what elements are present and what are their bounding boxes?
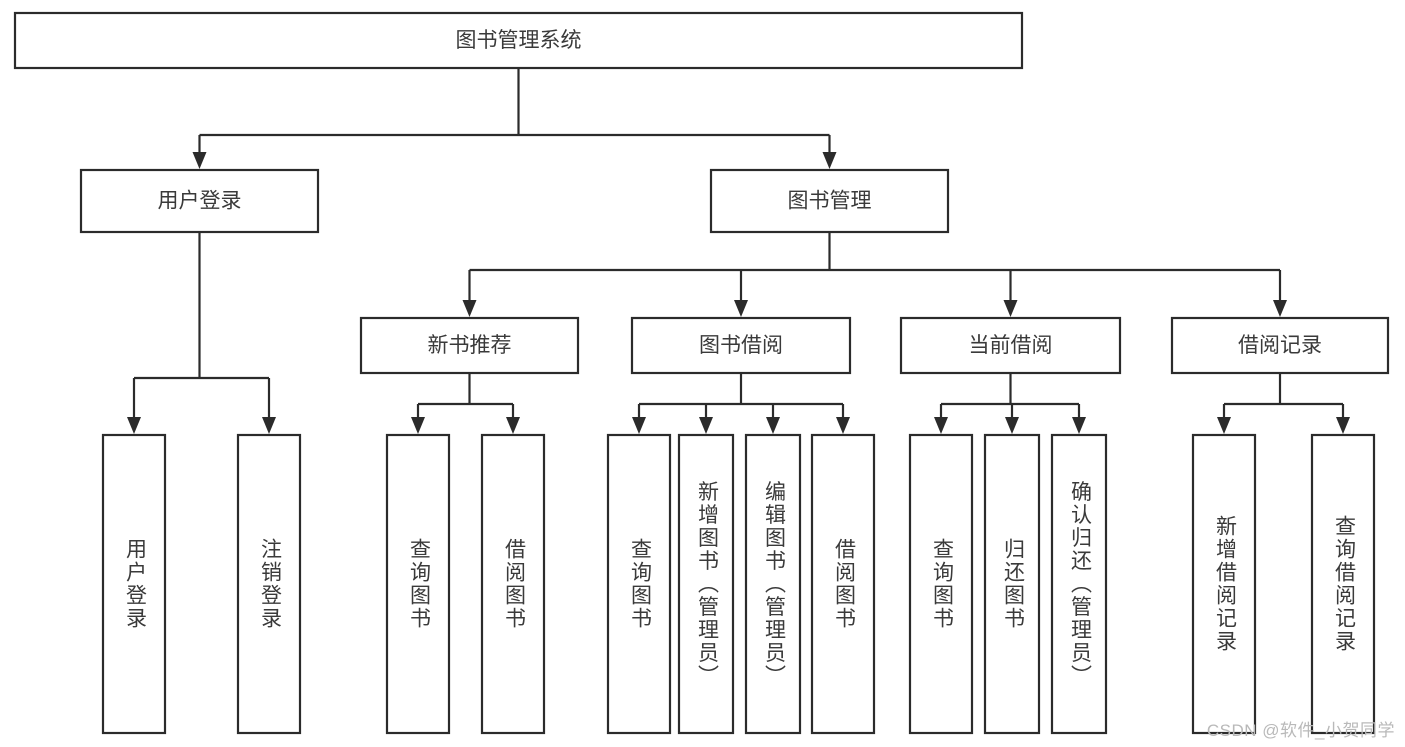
node-user-login-box[interactable] — [79, 168, 320, 234]
node-leaf-add-borrow-record-label: 新增借阅记录 — [1213, 515, 1237, 653]
node-book-borrow-box[interactable] — [630, 316, 852, 375]
node-leaf-query-book-current-box[interactable] — [908, 433, 974, 735]
node-leaf-query-book-borrow[interactable]: 查询图书 — [606, 433, 672, 735]
node-leaf-edit-book-admin[interactable]: 编辑图书（管理员） — [744, 433, 802, 735]
node-root-label: 图书管理系统 — [456, 29, 582, 52]
node-leaf-add-book-admin-box[interactable] — [677, 433, 735, 735]
node-current-borrow-box[interactable] — [899, 316, 1122, 375]
node-leaf-logout-login-box[interactable] — [236, 433, 302, 735]
node-leaf-return-book-box[interactable] — [983, 433, 1041, 735]
node-leaf-add-book-admin[interactable]: 新增图书（管理员） — [677, 433, 735, 735]
watermark: CSDN @软件_小贺同学 — [1206, 721, 1395, 740]
node-leaf-return-book[interactable]: 归还图书 — [983, 433, 1041, 735]
node-current-borrow[interactable]: 当前借阅 — [899, 316, 1122, 375]
node-leaf-edit-book-admin-label: 编辑图书（管理员） — [762, 481, 786, 688]
node-leaf-add-book-admin-label: 新增图书（管理员） — [695, 481, 719, 688]
node-book-management[interactable]: 图书管理 — [709, 168, 950, 234]
node-new-book-recommend-box[interactable] — [359, 316, 580, 375]
node-leaf-return-book-label: 归还图书 — [1001, 538, 1025, 630]
conn-userlogin-to-leaves — [127, 232, 276, 434]
node-leaf-query-book-rec[interactable]: 查询图书 — [385, 433, 451, 735]
node-root-box[interactable] — [13, 11, 1024, 70]
node-leaf-confirm-return-admin-box[interactable] — [1050, 433, 1108, 735]
connector-layer — [127, 68, 1350, 434]
node-book-management-box[interactable] — [709, 168, 950, 234]
node-layer: 图书管理系统用户登录图书管理新书推荐图书借阅当前借阅借阅记录用户登录注销登录查询… — [13, 11, 1390, 735]
node-leaf-edit-book-admin-box[interactable] — [744, 433, 802, 735]
node-leaf-add-borrow-record[interactable]: 新增借阅记录 — [1191, 433, 1257, 735]
node-leaf-query-borrow-record[interactable]: 查询借阅记录 — [1310, 433, 1376, 735]
node-book-management-label: 图书管理 — [788, 190, 872, 213]
conn-newbook-to-leaves — [411, 373, 520, 434]
node-leaf-query-borrow-record-label: 查询借阅记录 — [1332, 515, 1356, 653]
conn-bookborrow-to-leaves — [632, 373, 850, 434]
node-leaf-borrow-book-box[interactable] — [810, 433, 876, 735]
node-user-login[interactable]: 用户登录 — [79, 168, 320, 234]
conn-bookmgmt-to-level2 — [462, 232, 1287, 317]
node-leaf-query-borrow-record-box[interactable] — [1310, 433, 1376, 735]
node-borrow-record[interactable]: 借阅记录 — [1170, 316, 1390, 375]
node-leaf-borrow-book-rec-box[interactable] — [480, 433, 546, 735]
node-leaf-user-login-box[interactable] — [101, 433, 167, 735]
node-new-book-recommend[interactable]: 新书推荐 — [359, 316, 580, 375]
node-book-borrow-label: 图书借阅 — [699, 334, 783, 357]
node-leaf-borrow-book[interactable]: 借阅图书 — [810, 433, 876, 735]
node-current-borrow-label: 当前借阅 — [969, 334, 1053, 357]
conn-borrowrecord-to-leaves — [1217, 373, 1350, 434]
node-leaf-query-book-current[interactable]: 查询图书 — [908, 433, 974, 735]
node-borrow-record-box[interactable] — [1170, 316, 1390, 375]
conn-currentborrow-to-leaves — [934, 373, 1086, 434]
node-leaf-query-book-rec-box[interactable] — [385, 433, 451, 735]
node-user-login-label: 用户登录 — [158, 190, 242, 213]
node-leaf-borrow-book-rec-label: 借阅图书 — [502, 538, 526, 630]
node-leaf-confirm-return-admin-label: 确认归还（管理员） — [1068, 481, 1092, 688]
node-leaf-user-login[interactable]: 用户登录 — [101, 433, 167, 735]
node-leaf-query-book-borrow-box[interactable] — [606, 433, 672, 735]
node-leaf-borrow-book-rec[interactable]: 借阅图书 — [480, 433, 546, 735]
node-leaf-logout-login-label: 注销登录 — [258, 538, 282, 630]
node-leaf-add-borrow-record-box[interactable] — [1191, 433, 1257, 735]
node-leaf-user-login-label: 用户登录 — [123, 538, 147, 630]
node-book-borrow[interactable]: 图书借阅 — [630, 316, 852, 375]
node-new-book-recommend-label: 新书推荐 — [428, 334, 512, 357]
conn-root-to-level1 — [192, 68, 837, 169]
node-leaf-logout-login[interactable]: 注销登录 — [236, 433, 302, 735]
node-leaf-query-book-current-label: 查询图书 — [930, 538, 954, 630]
node-borrow-record-label: 借阅记录 — [1238, 334, 1322, 357]
node-leaf-query-book-borrow-label: 查询图书 — [628, 538, 652, 630]
node-leaf-query-book-rec-label: 查询图书 — [407, 538, 431, 630]
node-leaf-borrow-book-label: 借阅图书 — [832, 538, 856, 630]
node-root[interactable]: 图书管理系统 — [13, 11, 1024, 70]
node-leaf-confirm-return-admin[interactable]: 确认归还（管理员） — [1050, 433, 1108, 735]
